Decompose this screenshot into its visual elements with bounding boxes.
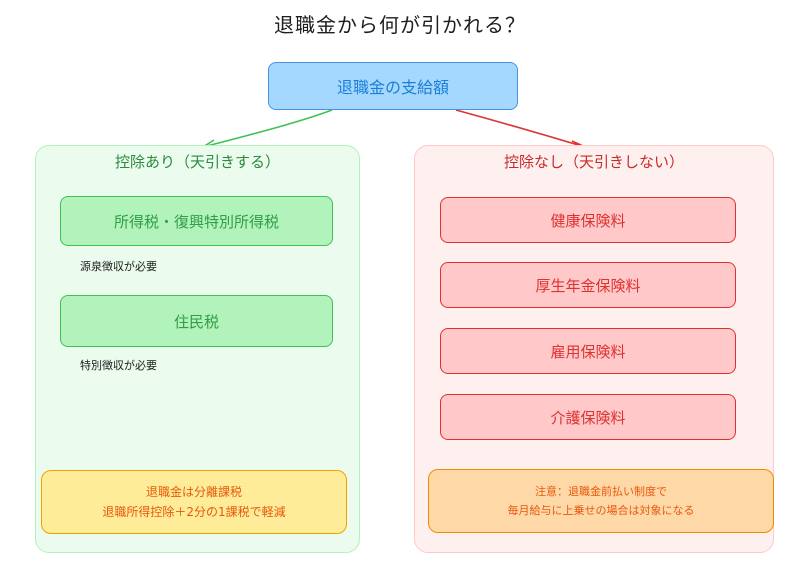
income-tax-note: 源泉徴収が必要 [80, 260, 157, 273]
income-tax-box: 所得税・復興特別所得税 [60, 196, 333, 246]
care-insurance-box: 介護保険料 [440, 394, 736, 440]
root-payment-box: 退職金の支給額 [268, 62, 518, 110]
separate-taxation-line-1: 退職金は分離課税 [145, 485, 242, 499]
employment-insurance-box: 雇用保険料 [440, 328, 736, 374]
employment-insurance-label: 雇用保険料 [550, 342, 626, 361]
health-insurance-box: 健康保険料 [440, 197, 736, 243]
income-tax-label: 所得税・復興特別所得税 [113, 212, 279, 231]
pension-insurance-label: 厚生年金保険料 [535, 276, 641, 295]
resident-tax-box: 住民税 [60, 295, 333, 347]
deducted-panel-title: 控除あり（天引きする） [114, 153, 280, 171]
separate-taxation-note-box: 退職金は分離課税 退職所得控除＋2分の1課税で軽減 [41, 470, 347, 534]
caution-note-box: 注意：退職金前払い制度で 毎月給与に上乗せの場合は対象になる [428, 469, 774, 533]
care-insurance-label: 介護保険料 [550, 408, 626, 427]
root-label: 退職金の支給額 [336, 78, 449, 97]
caution-line-2: 毎月給与に上乗せの場合は対象になる [507, 504, 695, 517]
resident-tax-label: 住民税 [173, 312, 219, 331]
pension-insurance-box: 厚生年金保険料 [440, 262, 736, 308]
separate-taxation-line-2: 退職所得控除＋2分の1課税で軽減 [102, 505, 286, 519]
resident-tax-note: 特別徴収が必要 [80, 359, 157, 372]
health-insurance-label: 健康保険料 [550, 211, 626, 230]
diagram-title: 退職金から何が引かれる？ [274, 13, 526, 37]
not-deducted-panel-title: 控除なし（天引きしない） [503, 153, 684, 171]
caution-line-1: 注意：退職金前払い制度で [535, 485, 667, 498]
